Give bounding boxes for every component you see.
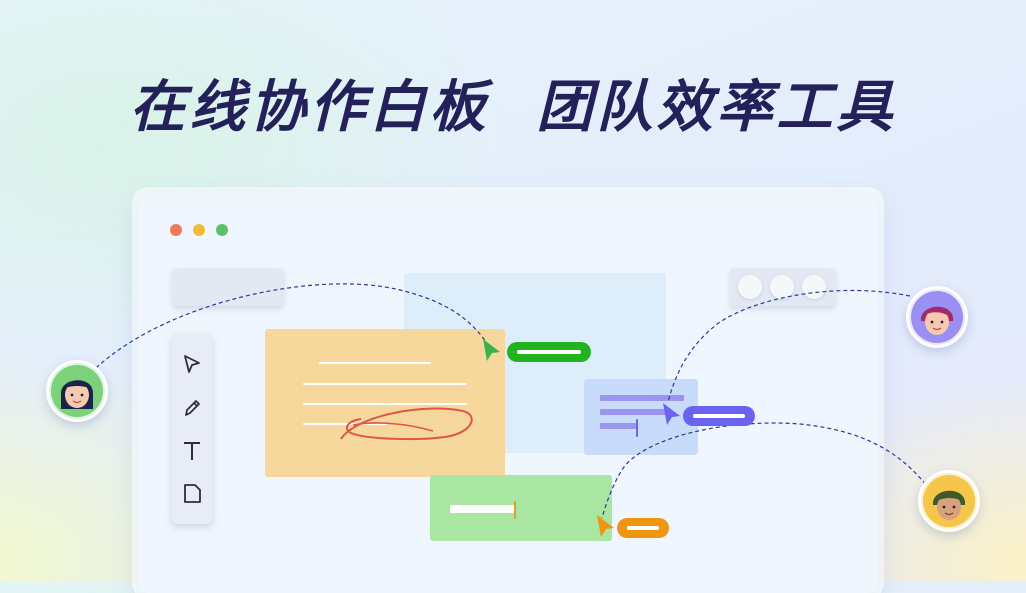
cursor-arrow-icon[interactable] (182, 354, 202, 376)
top-left-placeholder-bar[interactable] (172, 268, 284, 306)
avatar-icon (51, 365, 103, 417)
cursor-purple-icon (663, 403, 680, 425)
collaborator-label-purple (683, 406, 755, 426)
header-circle-button[interactable] (738, 275, 762, 299)
sticky-note-green[interactable] (430, 475, 612, 541)
header-circle-button[interactable] (770, 275, 794, 299)
header-circle-button[interactable] (802, 275, 826, 299)
page-headline: 在线协作白板 团队效率工具 (129, 75, 897, 140)
text-caret (636, 419, 638, 437)
collaborator-label-green (507, 342, 591, 362)
cursor-green-icon (483, 339, 500, 361)
top-right-button-group (730, 268, 836, 306)
avatar-icon (911, 291, 963, 343)
red-scribble-annotation (340, 407, 473, 441)
note-text-line (600, 423, 636, 429)
sticky-note-orange[interactable] (265, 329, 505, 477)
note-text-line (450, 505, 514, 513)
note-text-line (303, 423, 387, 425)
whiteboard-window (138, 193, 878, 593)
note-page-icon[interactable] (182, 483, 202, 505)
text-caret (514, 501, 516, 519)
sticky-note-blue[interactable] (584, 379, 698, 455)
note-text-line (600, 395, 684, 401)
collaborator-avatar-top-right[interactable] (906, 286, 968, 348)
collaborator-label-orange (617, 518, 669, 538)
window-minimize-button[interactable] (193, 224, 205, 236)
pencil-icon[interactable] (182, 397, 202, 419)
note-text-line (303, 403, 467, 405)
tool-palette (172, 334, 212, 524)
window-close-button[interactable] (170, 224, 182, 236)
window-maximize-button[interactable] (216, 224, 228, 236)
cursor-orange-icon (597, 515, 614, 537)
note-text-line (303, 383, 467, 385)
avatar-icon (923, 475, 975, 527)
text-T-icon[interactable] (182, 440, 202, 462)
note-text-line (600, 409, 670, 415)
collaborator-avatar-left[interactable] (46, 360, 108, 422)
collaborator-avatar-bottom-right[interactable] (918, 470, 980, 532)
note-text-line (319, 362, 431, 364)
